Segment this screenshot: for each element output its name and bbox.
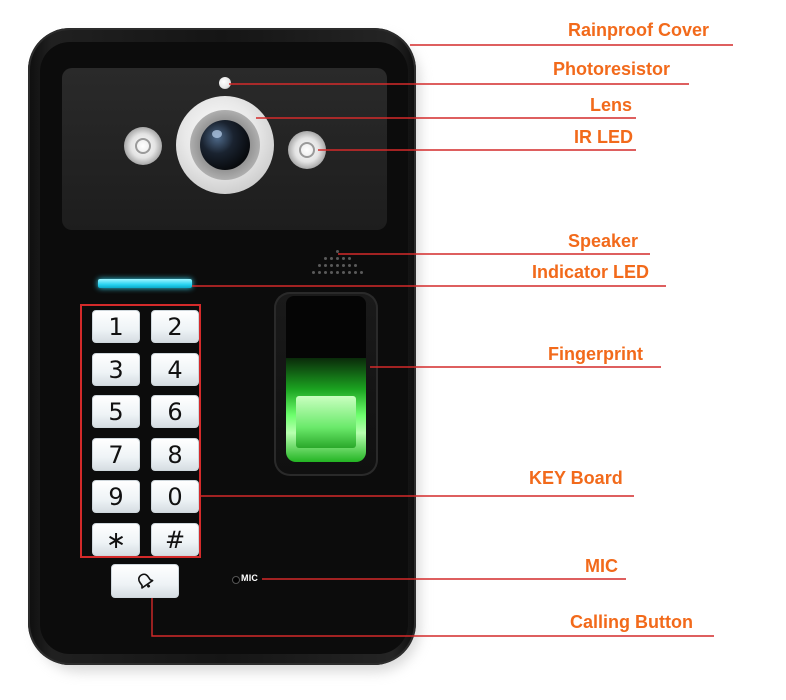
speaker-grille: [308, 248, 364, 280]
key-6[interactable]: 7: [92, 438, 140, 471]
key-9[interactable]: 0: [151, 480, 199, 513]
speaker-hole: [348, 264, 351, 267]
speaker-hole: [348, 257, 351, 260]
speaker-hole: [342, 271, 345, 274]
key-3[interactable]: 4: [151, 353, 199, 386]
label-fingerprint: Fingerprint: [548, 344, 643, 364]
photoresistor-sensor: [219, 77, 231, 89]
key-2[interactable]: 3: [92, 353, 140, 386]
camera-lens: [200, 120, 250, 170]
bell-icon: [137, 573, 154, 589]
key-5[interactable]: 6: [151, 395, 199, 428]
speaker-hole: [354, 264, 357, 267]
indicator-led-bar: [98, 279, 192, 288]
speaker-hole: [318, 271, 321, 274]
key-11[interactable]: #: [151, 523, 199, 556]
speaker-hole: [336, 271, 339, 274]
label-photoresistor: Photoresistor: [553, 59, 671, 79]
fingerprint-glass: [296, 396, 356, 448]
speaker-hole: [336, 250, 339, 253]
speaker-hole: [318, 264, 321, 267]
speaker-hole: [336, 264, 339, 267]
key-1[interactable]: 2: [151, 310, 199, 343]
speaker-hole: [330, 271, 333, 274]
ir-led-right: [288, 131, 326, 169]
speaker-hole: [324, 271, 327, 274]
keyboard-highlight-frame: [80, 304, 201, 558]
key-7[interactable]: 8: [151, 438, 199, 471]
speaker-hole: [324, 257, 327, 260]
speaker-hole: [312, 271, 315, 274]
mic-hole: [232, 576, 240, 584]
label-ir-led: IR LED: [574, 127, 634, 147]
speaker-hole: [360, 271, 363, 274]
label-lens: Lens: [590, 95, 633, 115]
label-speaker: Speaker: [568, 231, 639, 251]
speaker-hole: [324, 264, 327, 267]
label-key-board: KEY Board: [529, 468, 623, 488]
label-mic: MIC: [585, 556, 618, 576]
key-0[interactable]: 1: [92, 310, 140, 343]
key-4[interactable]: 5: [92, 395, 140, 428]
speaker-hole: [330, 257, 333, 260]
label-rainproof-cover: Rainproof Cover: [568, 20, 710, 40]
speaker-hole: [348, 271, 351, 274]
speaker-hole: [342, 257, 345, 260]
calling-button[interactable]: [111, 564, 179, 598]
speaker-hole: [342, 264, 345, 267]
fingerprint-guide: [286, 296, 366, 358]
label-calling-button: Calling Button: [570, 612, 693, 632]
key-10[interactable]: ∗: [92, 523, 140, 556]
key-8[interactable]: 9: [92, 480, 140, 513]
ir-led-left: [124, 127, 162, 165]
speaker-hole: [336, 257, 339, 260]
speaker-hole: [354, 271, 357, 274]
label-indicator-led: Indicator LED: [532, 262, 650, 282]
speaker-hole: [330, 264, 333, 267]
lens-glint: [212, 130, 222, 138]
mic-printed-label: MIC: [241, 573, 259, 583]
